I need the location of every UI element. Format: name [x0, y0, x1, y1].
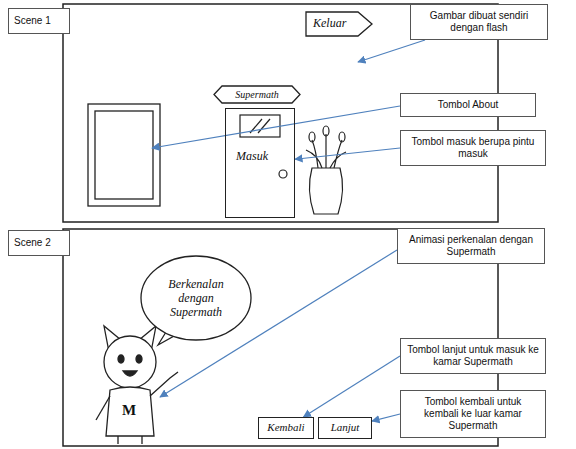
node-text: Supermath: [213, 85, 301, 104]
node-text: Tombol kembali untuk kembali ke luar kam…: [407, 396, 539, 432]
speech-bubble: Berkenalan dengan Supermath: [140, 255, 252, 341]
callout-box: Gambar dibuat sendiri dengan flash: [410, 4, 548, 40]
leader-arrow: [303, 356, 400, 417]
scene-label: Scene 1: [8, 8, 70, 34]
node-text: Kembali: [259, 418, 313, 437]
leader-line: [152, 40, 425, 397]
leader-arrow: [372, 414, 400, 421]
node-text: Scene 2: [14, 237, 64, 249]
callout-box: Tombol About: [400, 93, 536, 117]
flower-vase: [306, 126, 346, 214]
about-frame: [88, 104, 160, 206]
nav-button: Kembali: [258, 417, 314, 439]
leader-arrow: [295, 148, 400, 159]
supermath-character: [96, 326, 178, 444]
node-text: Lanjut: [319, 418, 371, 437]
node-text: Masuk: [236, 149, 294, 164]
callout-box: Tombol masuk berupa pintu masuk: [400, 130, 546, 166]
scene-label: Scene 2: [8, 230, 70, 256]
node-text: Keluar: [313, 16, 373, 31]
node-text: Animasi perkenalan dengan Supermath: [404, 234, 538, 258]
title-banner: Supermath: [213, 85, 301, 104]
nav-button: Lanjut: [318, 417, 372, 439]
callout-box: Animasi perkenalan dengan Supermath: [397, 228, 545, 264]
node-text: Tombol About: [407, 99, 529, 111]
node-text: Tombol masuk berupa pintu masuk: [407, 136, 539, 160]
door-detail: [240, 115, 287, 178]
callout-box: Tombol kembali untuk kembali ke luar kam…: [400, 390, 546, 438]
node-text: Scene 1: [14, 15, 64, 27]
callout-box: Tombol lanjut untuk masuk ke kamar Super…: [400, 338, 546, 374]
node-text: Gambar dibuat sendiri dengan flash: [417, 10, 541, 34]
node-text: Berkenalan dengan Supermath: [158, 277, 234, 319]
node-text: Tombol lanjut untuk masuk ke kamar Super…: [407, 344, 539, 368]
exit-sign: Keluar: [305, 11, 373, 37]
door-button: Masuk: [225, 108, 295, 218]
shirt-letter: M: [122, 402, 136, 419]
